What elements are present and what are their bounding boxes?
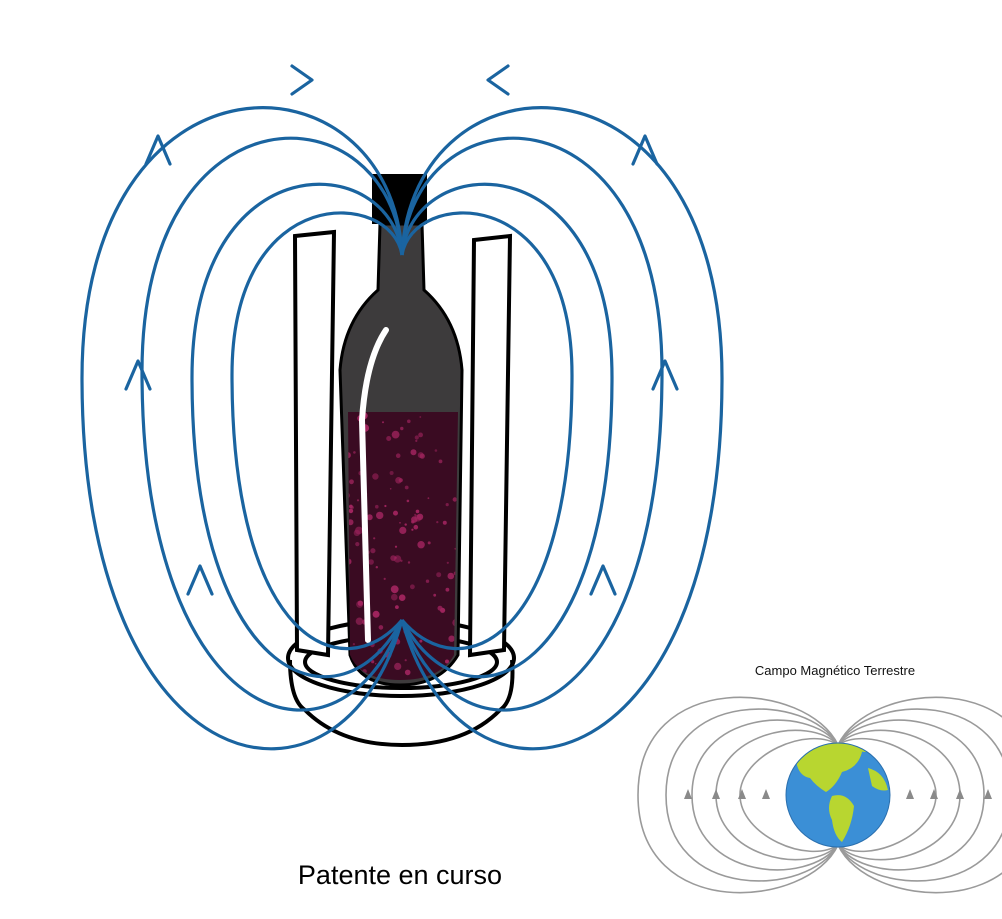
bubble <box>375 505 379 509</box>
bubble <box>390 488 392 490</box>
bubble <box>440 608 445 613</box>
bubble <box>407 420 411 424</box>
earth-field-arrow <box>762 789 770 799</box>
bubble <box>415 435 419 439</box>
field-arrow <box>126 361 150 389</box>
bubble <box>435 449 438 452</box>
earth-field-arrow <box>684 789 692 799</box>
bubble <box>386 436 391 441</box>
earth-field-arrow <box>984 789 992 799</box>
bubble <box>447 562 449 564</box>
bubble <box>395 557 397 559</box>
bubble <box>405 670 411 676</box>
bubble <box>376 566 378 568</box>
bubble <box>448 573 455 580</box>
bubble <box>357 499 359 501</box>
bubble <box>411 529 413 531</box>
bubble <box>395 605 399 609</box>
earth-field-arrow <box>712 789 720 799</box>
bubble <box>349 505 353 509</box>
bubble <box>407 500 410 503</box>
bubble <box>373 537 375 539</box>
bubble <box>391 594 398 601</box>
bubble <box>382 421 384 423</box>
field-arrow <box>591 566 615 594</box>
bubble <box>394 663 401 670</box>
bubble <box>399 527 406 534</box>
bubble <box>372 473 378 479</box>
bubble <box>396 453 401 458</box>
bubble <box>373 611 380 618</box>
bubble <box>376 512 383 519</box>
bubble <box>448 636 454 642</box>
bubble <box>394 555 401 562</box>
earth-field-title: Campo Magnético Terrestre <box>690 663 980 678</box>
bubble <box>353 643 355 645</box>
field-arrow <box>488 66 508 94</box>
bubble <box>436 521 438 523</box>
field-arrow <box>188 566 212 594</box>
earth-field-arrow <box>930 789 938 799</box>
bubble <box>418 452 424 458</box>
bubble <box>414 515 421 522</box>
bubble <box>370 548 375 553</box>
bubble <box>379 625 384 630</box>
bubble <box>418 433 423 438</box>
right-pillar <box>470 236 510 655</box>
earth-field-inset <box>638 697 1002 892</box>
bubble <box>399 522 401 524</box>
bottle-cap <box>372 174 427 224</box>
bubble <box>392 431 400 439</box>
field-arrow <box>653 361 677 389</box>
bubble <box>428 541 431 544</box>
bubble <box>405 486 409 490</box>
bubble <box>349 509 354 514</box>
earth-field-arrow <box>906 789 914 799</box>
left-pillar <box>295 232 334 655</box>
bubble <box>417 541 424 548</box>
bubble <box>384 578 386 580</box>
bubble <box>355 542 359 546</box>
earth-field-arrow <box>738 789 746 799</box>
bubble <box>408 561 410 563</box>
bubble <box>414 525 419 530</box>
bubble <box>390 471 394 475</box>
bubble <box>393 511 398 516</box>
bubble <box>405 523 407 525</box>
earth-globe-icon <box>786 742 890 847</box>
bubble <box>419 416 421 418</box>
bubble <box>358 601 363 606</box>
bubble <box>433 594 436 597</box>
bubble <box>426 580 429 583</box>
bubble <box>453 497 457 501</box>
bubble <box>419 640 422 643</box>
bubble <box>356 618 363 625</box>
bubble <box>415 440 417 442</box>
bubble <box>375 663 377 665</box>
patent-pending-caption: Patente en curso <box>200 860 600 891</box>
bubble <box>395 477 402 484</box>
bubble <box>384 505 386 507</box>
bubble <box>436 572 441 577</box>
bubble <box>368 559 374 565</box>
bubble <box>443 521 447 525</box>
bubble <box>428 497 430 499</box>
field-arrow <box>292 66 312 94</box>
bubble <box>405 659 407 661</box>
bubble <box>395 546 397 548</box>
bubble <box>353 451 356 454</box>
bubble <box>400 427 403 430</box>
bubble <box>416 510 420 514</box>
bubble <box>411 449 417 455</box>
bubble <box>399 594 406 601</box>
bubble <box>349 479 354 484</box>
bubble <box>354 530 360 536</box>
bubble <box>446 588 450 592</box>
bubble <box>439 460 443 464</box>
bubble <box>446 503 449 506</box>
bubble <box>410 584 415 589</box>
earth-field-arrow <box>956 789 964 799</box>
bubble <box>391 585 399 593</box>
